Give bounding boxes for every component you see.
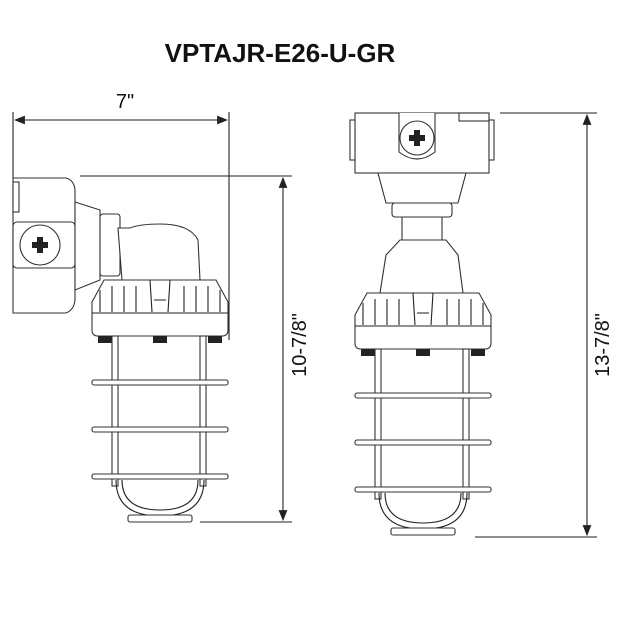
side-height-label: 10-7/8" xyxy=(289,313,311,377)
drawing-title: VPTAJR-E26-U-GR xyxy=(164,38,396,68)
width-label: 7" xyxy=(116,91,134,113)
front-height-label: 13-7/8" xyxy=(592,313,614,377)
front-view: 13-7/8" xyxy=(349,112,614,538)
side-view: 7" 10-7/8" xyxy=(12,91,311,523)
socket-housing xyxy=(379,239,464,294)
socket-dome xyxy=(117,223,201,281)
